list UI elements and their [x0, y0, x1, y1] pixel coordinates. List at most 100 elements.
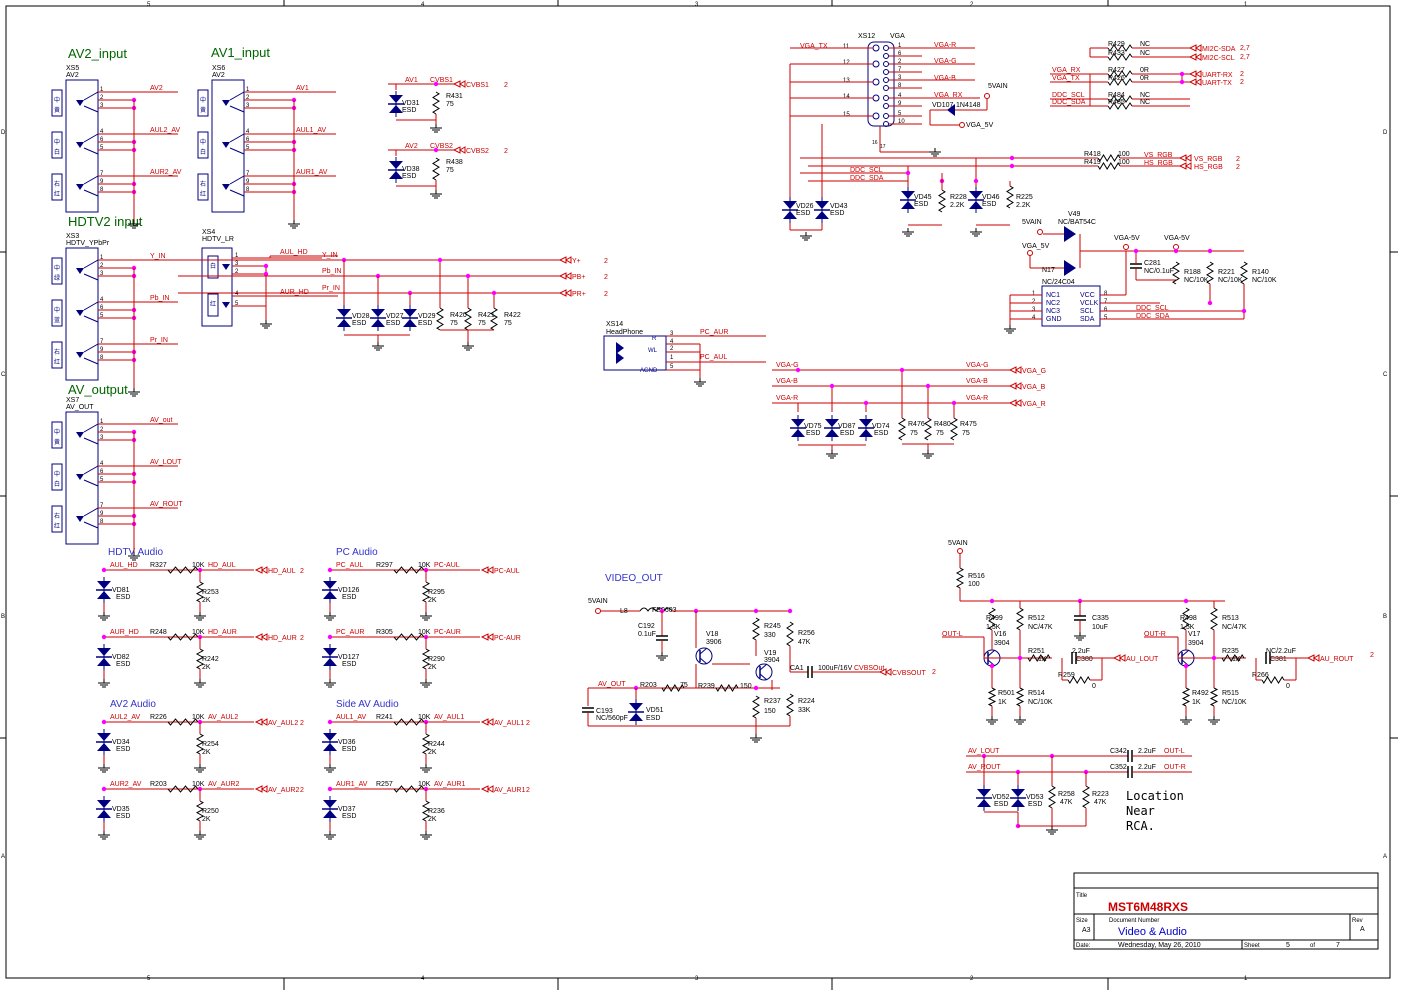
- esd-diode: [900, 187, 916, 213]
- capacitor-value: 10uF: [1092, 624, 1108, 631]
- pin-number: 7: [246, 171, 250, 177]
- row-label: B: [1383, 614, 1387, 620]
- resistor-ref: R244: [428, 741, 445, 748]
- net-label: OUT-R: [1144, 631, 1166, 638]
- net-label: AUL2_AV: [110, 714, 141, 721]
- net-label: DDC_SDA: [1136, 313, 1170, 320]
- junction-dot: [1017, 655, 1023, 661]
- resistor-ref: R420: [450, 312, 467, 319]
- transistor-body: [755, 663, 773, 681]
- resistor: [752, 695, 760, 719]
- connector-body: [603, 335, 667, 371]
- pin-number: 7: [100, 171, 104, 177]
- ground-symbol: [750, 734, 762, 743]
- pin-number: 3: [100, 103, 104, 109]
- capacitor-value: 2.2uF: [1072, 648, 1090, 655]
- resistor-ref: R433: [1108, 50, 1125, 57]
- resistor-ref: R235: [1222, 648, 1239, 655]
- ground-symbol: [194, 831, 206, 840]
- diode-ref: VD127: [338, 654, 360, 661]
- pin-number: 9: [100, 179, 104, 185]
- resistor-ref: R203: [150, 781, 167, 788]
- resistor-value: 0R: [1140, 67, 1149, 74]
- diode-type: ESD: [402, 173, 416, 180]
- port-label: VGA_B: [1022, 384, 1046, 391]
- pin-number: 8: [1104, 291, 1108, 297]
- offpage-port: [1008, 366, 1022, 374]
- transistor-part: 3904: [764, 657, 780, 664]
- resistor: [464, 307, 472, 331]
- jack-color-glyph: 红: [200, 190, 206, 198]
- ground-symbol: [420, 679, 432, 688]
- jack-contact: [83, 343, 99, 353]
- jack-contact: [222, 302, 230, 308]
- rca-jack: [51, 299, 63, 327]
- resistor: [432, 157, 440, 181]
- resistor-value: 1.5K: [986, 624, 1001, 631]
- capacitor-ref: C352: [1110, 764, 1127, 771]
- jack-contact: [229, 133, 245, 143]
- jack-contact: [83, 105, 99, 113]
- jack-contact: [83, 479, 99, 487]
- ground-symbol: [324, 612, 336, 621]
- net-label: AUR1_AV: [296, 169, 328, 176]
- pin-number: 2: [246, 95, 250, 101]
- diode-ref: VD82: [112, 654, 130, 661]
- transistor-emitter: [699, 657, 708, 665]
- vga-pin: [883, 61, 889, 67]
- ground-symbol: [1014, 716, 1026, 725]
- pin-number: 8: [100, 187, 104, 193]
- vga-pin: [883, 45, 889, 51]
- pin-number: 9: [100, 511, 104, 517]
- title-av2-audio: AV2 Audio: [110, 699, 156, 710]
- resistor-ref: R501: [998, 690, 1015, 697]
- section-title-av-output: AV_output: [68, 382, 128, 397]
- ground-symbol: [694, 378, 706, 387]
- ground-symbol: [1180, 716, 1192, 725]
- resistor-ref: R188: [1184, 269, 1201, 276]
- title-block-text: Title MST6M48RXS Size A3 Document Number…: [1076, 893, 1365, 949]
- pin-number: 8: [100, 519, 104, 525]
- sheet-ref: 2,7: [1240, 45, 1250, 52]
- pin-number: 3: [1032, 307, 1036, 313]
- diode-type: ESD: [418, 320, 432, 327]
- resistor-ref: R422: [504, 312, 521, 319]
- sheet-ref: 2: [1236, 156, 1240, 163]
- resistor: [1027, 654, 1051, 662]
- resistor-value: 100: [1118, 159, 1130, 166]
- jack-glyph: WL: [648, 348, 658, 354]
- jack-color-glyph: 白: [200, 148, 206, 156]
- section-titles: AV2_input AV1_input HDTV2 input AV_outpu…: [68, 45, 270, 397]
- ground-symbol: [1208, 716, 1220, 725]
- pin-number: 1: [898, 43, 902, 49]
- net-label: AV_out: [150, 417, 172, 424]
- resistor: [988, 607, 996, 631]
- capacitor-ref: C381: [1270, 656, 1287, 663]
- pin-number: 3: [246, 103, 250, 109]
- net-label: AUL1_AV: [296, 127, 327, 134]
- resistor-ref: R516: [968, 573, 985, 580]
- resistor: [924, 417, 932, 441]
- pin-number: 1: [235, 253, 239, 259]
- resistor: [393, 566, 425, 574]
- pin-number: 4: [670, 339, 674, 345]
- resistor-ref: R257: [376, 781, 393, 788]
- junction-dot: [263, 263, 269, 269]
- power-label: 5VAIN: [988, 83, 1008, 90]
- junction-dot: [433, 147, 439, 153]
- resistor: [987, 687, 997, 707]
- power-pin: [959, 122, 965, 128]
- resistor: [1016, 607, 1024, 631]
- rca-jack: [197, 89, 209, 117]
- offpage-port: [254, 718, 268, 726]
- resistor: [1082, 785, 1090, 809]
- offpage-port: [1188, 78, 1202, 86]
- capacitor-value: NC/560pF: [596, 715, 628, 722]
- resistor-value: 10K: [192, 629, 205, 636]
- resistor-ref: R327: [150, 562, 167, 569]
- ground-symbol: [1004, 325, 1016, 334]
- port-label: AV_AUR2: [268, 787, 299, 794]
- power-label: VGA-5V: [1114, 235, 1140, 242]
- resistor-ref: R239: [698, 683, 715, 690]
- resistor: [1097, 154, 1121, 162]
